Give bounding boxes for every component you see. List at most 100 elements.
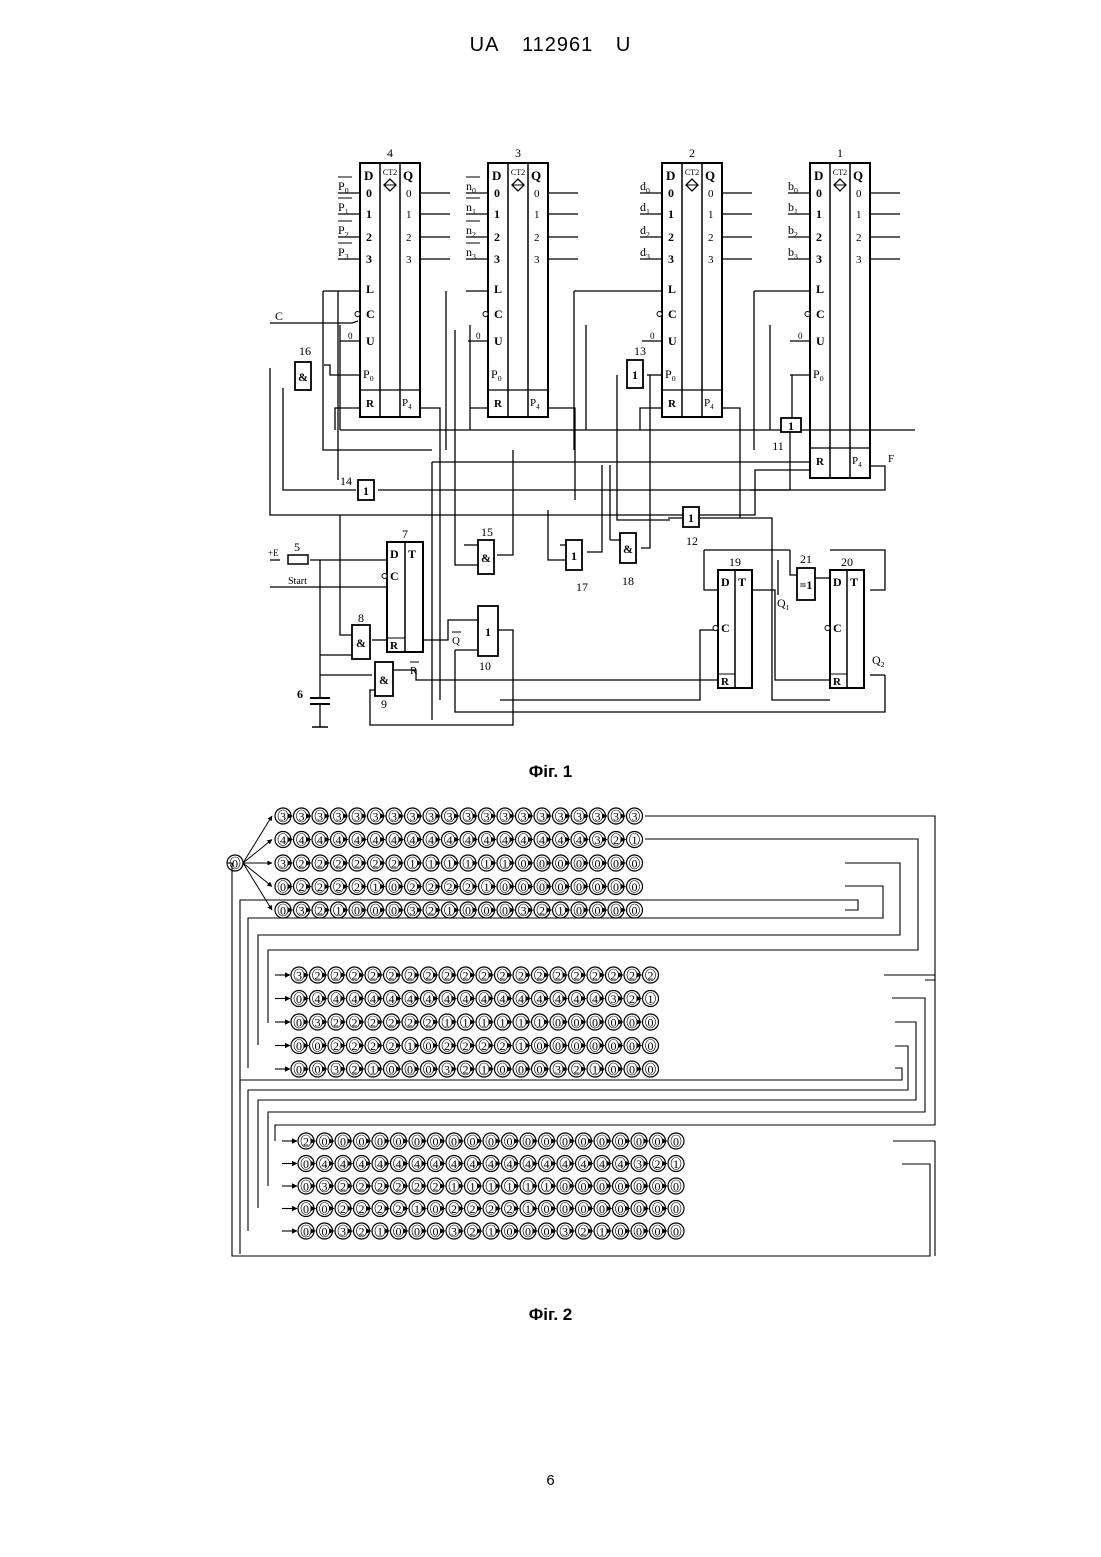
state-node-value: 1 [525,1202,531,1216]
state-node-value: 2 [463,969,469,983]
state-node-value: 0 [303,1202,309,1216]
state-node-value: 0 [673,1180,679,1194]
state-node-value: 4 [447,833,453,847]
state-node-value: 0 [655,1180,661,1194]
output-bit-label: 3 [406,254,412,266]
state-node-value: 0 [303,1225,309,1239]
state-node-value: 0 [296,992,302,1006]
state-node-value: 4 [433,1157,439,1171]
state-node-value: 4 [426,992,432,1006]
input-signal-label: P2 [338,223,349,239]
state-node-value: 0 [555,1039,561,1053]
state-node-value: 1 [500,1016,506,1030]
pin-label-p4: P4 [852,455,862,469]
state-node-value: 2 [414,1180,420,1194]
state-node-value: 0 [433,1135,439,1149]
output-bit-label: 1 [856,209,862,221]
state-node-value: 1 [673,1157,679,1171]
state-node-value: 2 [481,1039,487,1053]
pin-label-p0: P0 [491,367,502,383]
element-number: 12 [686,534,698,548]
state-node-value: 2 [481,969,487,983]
state-node-value: 3 [636,1157,642,1171]
or-gate-14: 114 [340,474,374,500]
connection-wire [704,550,718,590]
state-node-value: 4 [488,1157,494,1171]
state-node-value: 3 [447,810,453,824]
state-node-value: 4 [518,992,524,1006]
pin-label-q: Q [705,168,715,183]
state-node-value: 0 [655,1225,661,1239]
state-node-value: 0 [465,904,471,918]
state-node-value: 0 [581,1180,587,1194]
state-node-value: 4 [502,833,508,847]
state-node-value: 2 [470,1202,476,1216]
figure-1-caption: Фіг. 1 [0,762,1101,782]
state-node-value: 0 [391,904,397,918]
state-node-value: 3 [336,810,342,824]
connection-wire [340,515,352,635]
state-node-value: 0 [611,1063,617,1077]
input-signal-label: n1 [466,200,476,216]
state-node-value: 0 [433,1202,439,1216]
gate-symbol: 1 [571,549,577,563]
state-node-value: 3 [595,810,601,824]
state-node-value: 0 [576,880,582,894]
state-node-value: 2 [428,880,434,894]
pin-label-t: T [408,547,416,561]
state-node-value: 4 [370,992,376,1006]
state-node-value: 2 [373,857,379,871]
state-node-value: 0 [521,880,527,894]
connection-wire [497,450,513,555]
output-bit-label: 3 [534,254,540,266]
state-node-value: 3 [539,810,545,824]
connection-wire [335,408,360,430]
state-node-value: 2 [537,969,543,983]
gate-symbol: & [623,542,633,556]
state-node-value: 2 [463,1039,469,1053]
input-signal-label: n3 [466,245,476,261]
state-node-value: 2 [655,1157,661,1171]
counter-number: 3 [515,146,521,160]
pin-label-t: T [850,575,858,589]
output-bit-label: 0 [406,188,412,200]
trigger-20: 20DTCR [825,555,864,688]
state-node-value: 3 [502,810,508,824]
state-node-value: 3 [280,857,286,871]
state-node-value: 0 [595,880,601,894]
state-node-value: 4 [373,833,379,847]
state-node-value: 0 [296,1016,302,1030]
output-bit-label: 2 [534,232,540,244]
state-node-value: 4 [555,992,561,1006]
inverting-input [825,626,830,631]
state-node-value: 2 [611,969,617,983]
state-node-value: 4 [500,992,506,1006]
xor-gate-21: =121 [797,552,815,600]
state-node-value: 0 [576,857,582,871]
state-node-value: 3 [613,810,619,824]
state-node-value: 1 [632,833,638,847]
state-node-value: 2 [426,1016,432,1030]
state-node-value: 2 [352,1016,358,1030]
constant-zero-label: 0 [348,331,353,341]
input-signal-label: b3 [788,245,798,261]
pin-label-p4: P4 [402,397,412,411]
pin-label-r: R [816,456,825,468]
state-node-value: 4 [562,1157,568,1171]
state-node-value: 1 [444,1016,450,1030]
state-node-value: 2 [500,1039,506,1053]
counter-type-label: CT2 [685,168,699,177]
element-number: 21 [800,552,812,566]
state-node-value: 0 [373,904,379,918]
state-node-value: 4 [299,833,305,847]
state-node-value: 0 [562,1135,568,1149]
fanout-arrow [243,816,272,863]
state-node-value: 2 [303,1135,309,1149]
circuit-blocks: 4CT2DQ00P011P122P233P3LCU0P0RP43CT2DQ00n… [268,146,900,727]
state-node-value: 4 [359,1157,365,1171]
state-node-value: 0 [562,1202,568,1216]
input-bit-label: 1 [366,207,372,221]
state-node-value: 0 [595,857,601,871]
input-bit-label: 1 [668,207,674,221]
state-node-value: 0 [562,1180,568,1194]
